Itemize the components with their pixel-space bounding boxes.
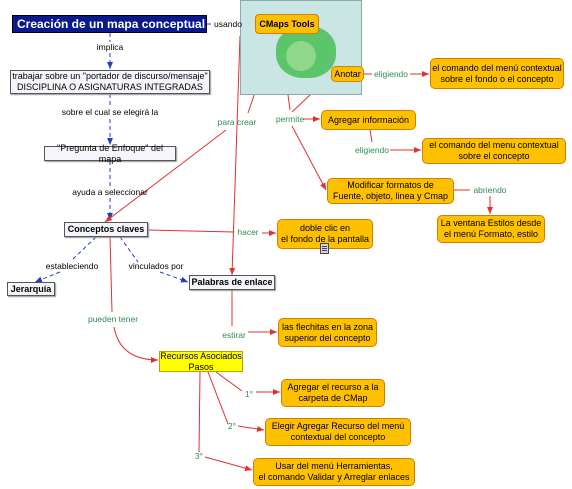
paso2-node[interactable]: Elegir Agregar Recurso del menú contextu… [265, 418, 411, 446]
map-title[interactable]: Creación de un mapa conceptual [12, 15, 207, 33]
label-permite: permite [275, 114, 305, 124]
link-cmaps-palabras [229, 35, 241, 276]
link-conceptos-hacer [147, 229, 235, 233]
link-permite-modificar [291, 125, 327, 191]
label-pueden-tener: pueden tener [87, 314, 139, 324]
comando-menu-concepto-node[interactable]: el comando del menu contextual sobre el … [422, 138, 566, 164]
document-icon[interactable] [320, 243, 329, 254]
recursos-asociados-node[interactable]: Recursos Asociados Pasos [159, 350, 243, 372]
link-recursos-n3 [198, 371, 201, 453]
label-estirar: estirar [222, 330, 246, 340]
agregar-informacion-node[interactable]: Agregar información [321, 110, 416, 130]
paso3-node[interactable]: Usar del menú Herramientas, el comando V… [253, 458, 415, 486]
link-conceptos-vinc [119, 236, 139, 263]
label-eligiendo-1: eligiendo [373, 69, 409, 79]
cmaps-tools-node[interactable]: CMaps Tools [255, 14, 319, 34]
portador-node[interactable]: trabajar sobre un "portador de discurso/… [10, 70, 210, 94]
anotar-node[interactable]: Anotar [331, 66, 364, 82]
label-implica: implica [96, 42, 124, 52]
label-estableciendo: estableciendo [45, 261, 99, 271]
link-vinc-palabras [159, 271, 189, 283]
jerarquia-node[interactable]: Jerarquía [7, 282, 55, 296]
paso1-node[interactable]: Agregar el recurso a la carpeta de CMap [281, 379, 385, 407]
label-para-crear: para crear [217, 117, 257, 127]
ventana-estilos-node[interactable]: La ventana Estilos desde el menú Formato… [437, 215, 545, 243]
label-paso-3: 3° [194, 451, 204, 461]
link-pueden-recursos [113, 326, 159, 363]
label-abriendo: abriendo [473, 185, 507, 195]
link-recursos-n2 [207, 371, 229, 425]
label-ayuda: ayuda a seleccionar [72, 187, 148, 197]
link-agregar-eligiendo [369, 129, 373, 143]
label-vinculados: vinculados por [128, 261, 184, 271]
palabras-enlace-node[interactable]: Palabras de enlace [189, 275, 275, 290]
label-sobre-el-cual: sobre el cual se elegirá la [61, 107, 159, 117]
comando-menu-fondo-node[interactable]: el comando del menú contextual sobre el … [430, 58, 564, 89]
flechitas-node[interactable]: las flechitas en la zona superior del co… [278, 318, 377, 347]
globe-highlight [286, 41, 316, 71]
modificar-formatos-node[interactable]: Modificar formatos de Fuente, objeto, li… [327, 178, 454, 204]
label-usando: usando [214, 19, 242, 29]
label-hacer: hacer [237, 227, 259, 237]
link-conceptos-pueden [109, 236, 113, 313]
pregunta-enfoque-node[interactable]: "Pregunta de Enfoque" del mapa [44, 143, 176, 164]
link-n2-paso2 [237, 425, 265, 432]
label-paso-2: 2° [227, 421, 237, 431]
label-paso-1: 1° [244, 389, 254, 399]
link-n3-paso3 [204, 456, 253, 472]
link-conceptos-establ [71, 236, 97, 261]
label-eligiendo-2: eligiendo [354, 145, 390, 155]
link-establ-jerarquia [34, 271, 61, 283]
link-paracrear-conceptos [104, 129, 227, 223]
conceptos-claves-node[interactable]: Conceptos claves [64, 222, 148, 237]
link-recursos-n1 [215, 371, 243, 392]
